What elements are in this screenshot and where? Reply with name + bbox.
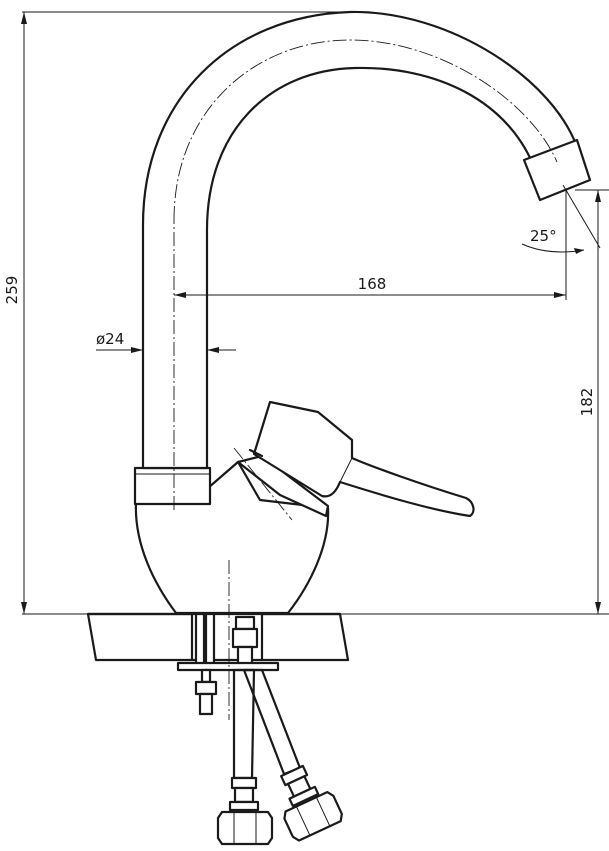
- dimension-spout-height: 182: [575, 189, 609, 614]
- dimension-spout-angle: 25°: [521, 184, 601, 258]
- mounting-rods: [194, 612, 259, 666]
- dim-label-spout-reach: 168: [358, 275, 387, 293]
- spout-collar: [133, 466, 212, 506]
- spout-aerator: [522, 138, 592, 202]
- dimension-spout-reach: 168: [174, 190, 567, 300]
- lever-handle: [236, 400, 475, 518]
- mounting-plate: [176, 661, 280, 672]
- dim-label-spout-height: 182: [578, 388, 596, 417]
- mounting-stud: [194, 668, 218, 716]
- dim-label-total-height: 259: [3, 276, 21, 305]
- supply-hose-right: [242, 668, 343, 842]
- dim-label-spout-angle: 25°: [530, 227, 557, 245]
- dimension-total-height: 259: [3, 11, 609, 615]
- supply-hose-left: [216, 668, 274, 846]
- dimension-spout-diameter: ø24: [96, 330, 236, 353]
- countertop-section: [86, 612, 350, 662]
- spout: [141, 10, 580, 470]
- dim-label-spout-diameter: ø24: [96, 330, 124, 348]
- center-lines: [173, 39, 558, 720]
